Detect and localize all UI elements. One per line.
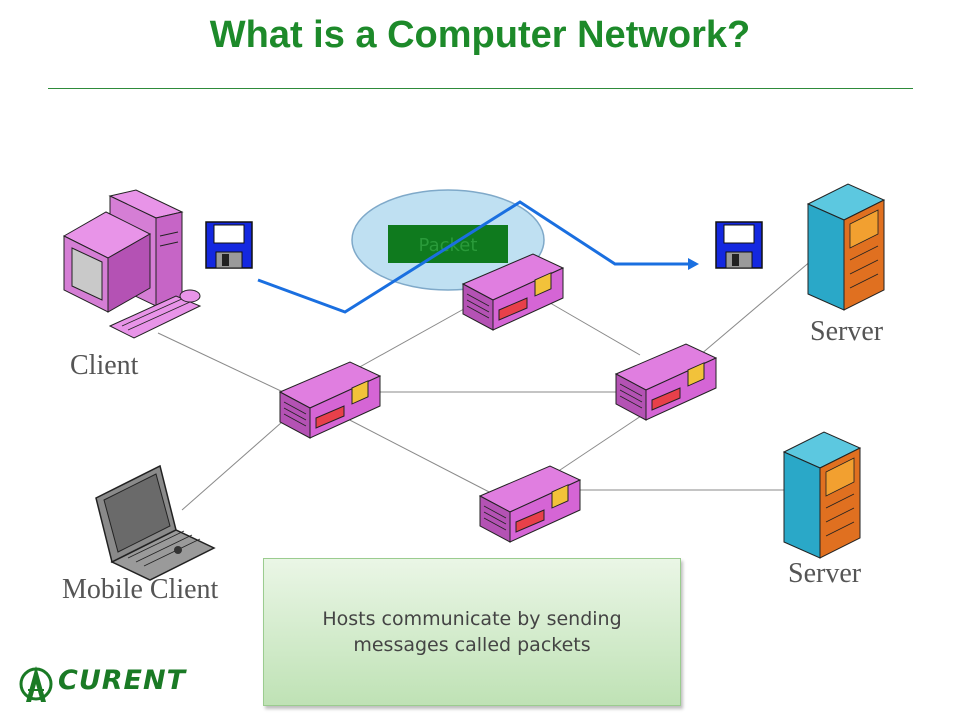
packet-path (257, 200, 688, 314)
desktop-computer-icon (62, 189, 202, 339)
router-icon-bottom (479, 465, 581, 543)
server-icon-top (807, 183, 885, 311)
curent-logo-icon (19, 666, 53, 702)
link-client-router-left (157, 332, 301, 401)
callout-text: Hosts communicate by sending messages ca… (322, 608, 622, 656)
router-icon-right (615, 343, 717, 421)
server-icon-bottom (783, 431, 861, 559)
link-bottom-right (544, 409, 651, 481)
link-top-right (544, 299, 641, 356)
mobile-client-label: Mobile Client (62, 574, 219, 605)
network-links (157, 259, 813, 511)
callout-box: Hosts communicate by sending messages ca… (263, 558, 681, 706)
server-label-bottom: Server (788, 558, 862, 589)
floppy-disk-icon-source (205, 221, 253, 269)
client-label: Client (70, 350, 139, 381)
packet-path-arrowhead (688, 258, 699, 270)
curent-logo-text: CURENT (58, 665, 186, 696)
router-icon-left (279, 361, 381, 439)
server-label-top: Server (810, 316, 884, 347)
floppy-disk-icon-destination (715, 221, 763, 269)
packet-box (388, 225, 508, 263)
link-mobile-router-left (181, 414, 291, 511)
slide-title: What is a Computer Network? (209, 14, 751, 56)
link-right-server-top (699, 259, 813, 356)
title-divider (48, 88, 913, 89)
link-left-bottom (339, 414, 496, 496)
laptop-icon (95, 464, 216, 581)
link-left-top (339, 299, 481, 379)
